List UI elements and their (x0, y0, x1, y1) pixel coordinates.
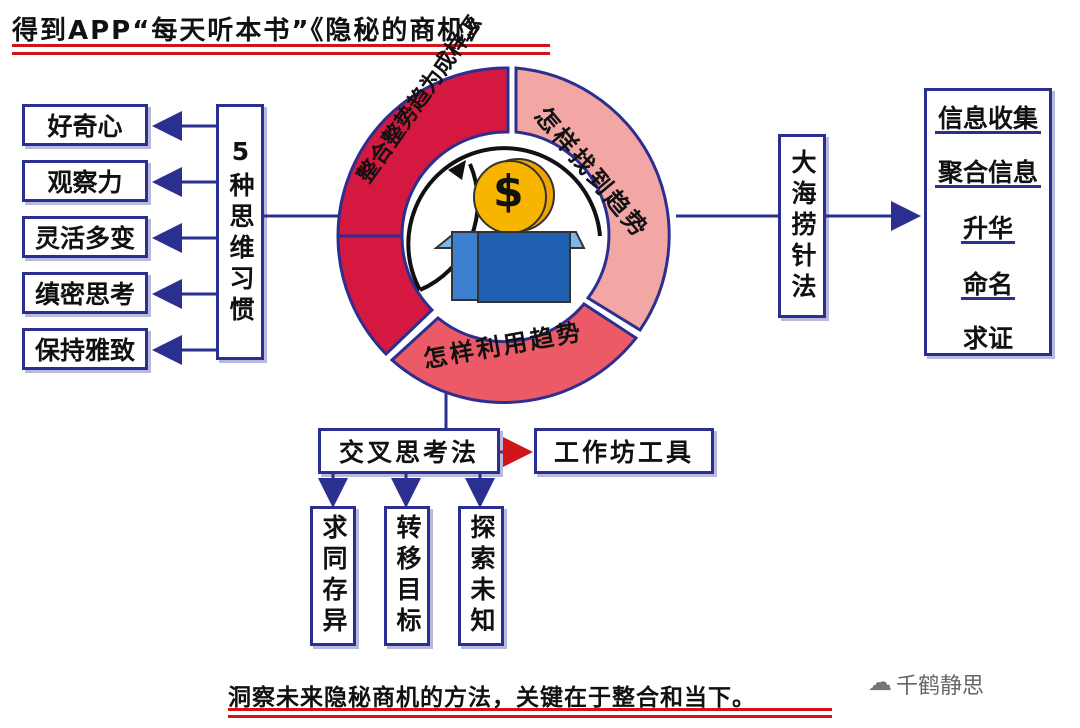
cycle-arrow-icon (406, 146, 602, 291)
step-underline (935, 185, 1041, 188)
step-underline (961, 241, 1015, 244)
sub-method: 探索未知 (458, 506, 504, 646)
footer-underline-2 (228, 715, 832, 718)
title-underline (12, 44, 550, 47)
habit-connectors (152, 111, 352, 365)
step-item: 求证 (962, 324, 1013, 353)
ring-segment-use (389, 302, 639, 404)
habit-item: 好奇心 (22, 104, 148, 146)
footer-underline (228, 708, 832, 711)
step-item: 命名 (962, 270, 1013, 299)
habit-item: 灵活多变 (22, 216, 148, 258)
steps-stack: 信息收集 聚合信息 升华 命名 求证 (924, 88, 1052, 356)
ring-segment-integrate (336, 66, 510, 238)
habit-item: 缜密思考 (22, 272, 148, 314)
workshop-box: 工作坊工具 (534, 428, 714, 474)
step-item: 升华 (962, 214, 1013, 243)
method-box: 大海捞针法 (778, 134, 826, 318)
step-item: 信息收集 (937, 104, 1038, 133)
wechat-icon: ☁ (868, 668, 892, 696)
sub-method: 求同存异 (310, 506, 356, 646)
dollar-icon: $ (493, 166, 524, 217)
habit-item: 观察力 (22, 160, 148, 202)
step-underline (961, 297, 1015, 300)
step-underline (935, 131, 1041, 134)
habits-header: 5种思维习惯 (216, 104, 264, 360)
bottom-connectors (318, 392, 495, 508)
sub-method: 转移目标 (384, 506, 430, 646)
habit-item: 保持雅致 (22, 328, 148, 370)
coin-box-icon (433, 158, 586, 303)
watermark: 千鹤静思 (896, 674, 985, 699)
step-item: 聚合信息 (937, 158, 1038, 187)
ring-segment-find (514, 66, 671, 333)
page-title: 得到APP“每天听本书”《隐秘的商机》 (12, 16, 494, 46)
cross-thinking-box: 交叉思考法 (318, 428, 500, 474)
footer-caption: 洞察未来隐秘商机的方法，关键在于整合和当下。 (228, 685, 756, 711)
title-underline-2 (12, 52, 550, 55)
center-ring (336, 66, 671, 404)
